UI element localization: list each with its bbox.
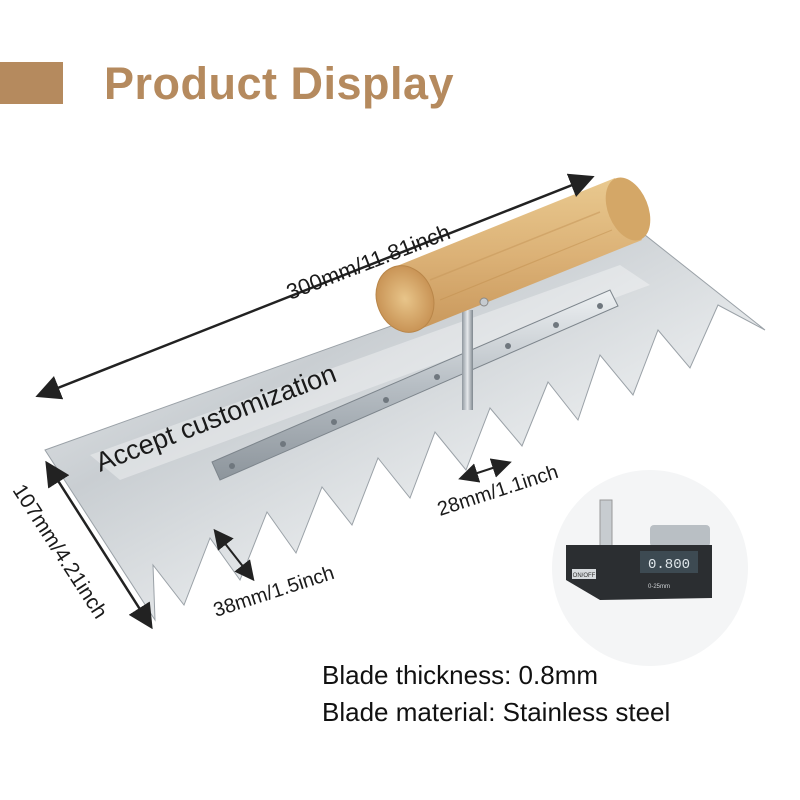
micrometer-inset: 0.800 ON/OFF 0-25mm	[552, 470, 748, 666]
blade-thickness-spec: Blade thickness: 0.8mm	[322, 660, 599, 690]
micrometer-mode-label: ON/OFF	[573, 573, 596, 579]
page-title: Product Display	[104, 58, 455, 109]
micrometer-display: 0.800	[648, 557, 690, 573]
length-arrow	[35, 173, 595, 400]
tooth-depth-arrow	[213, 528, 255, 582]
blade-material-spec: Blade material: Stainless steel	[322, 697, 671, 727]
tooth-gap-label: 28mm/1.1inch	[435, 461, 561, 521]
handle-shaft	[462, 310, 473, 410]
micrometer-range-label: 0-25mm	[648, 584, 670, 590]
tooth-depth-label: 38mm/1.5inch	[211, 562, 337, 622]
width-arrow	[45, 460, 153, 630]
tooth-gap-arrow	[458, 458, 512, 483]
accent-bar	[0, 62, 63, 104]
